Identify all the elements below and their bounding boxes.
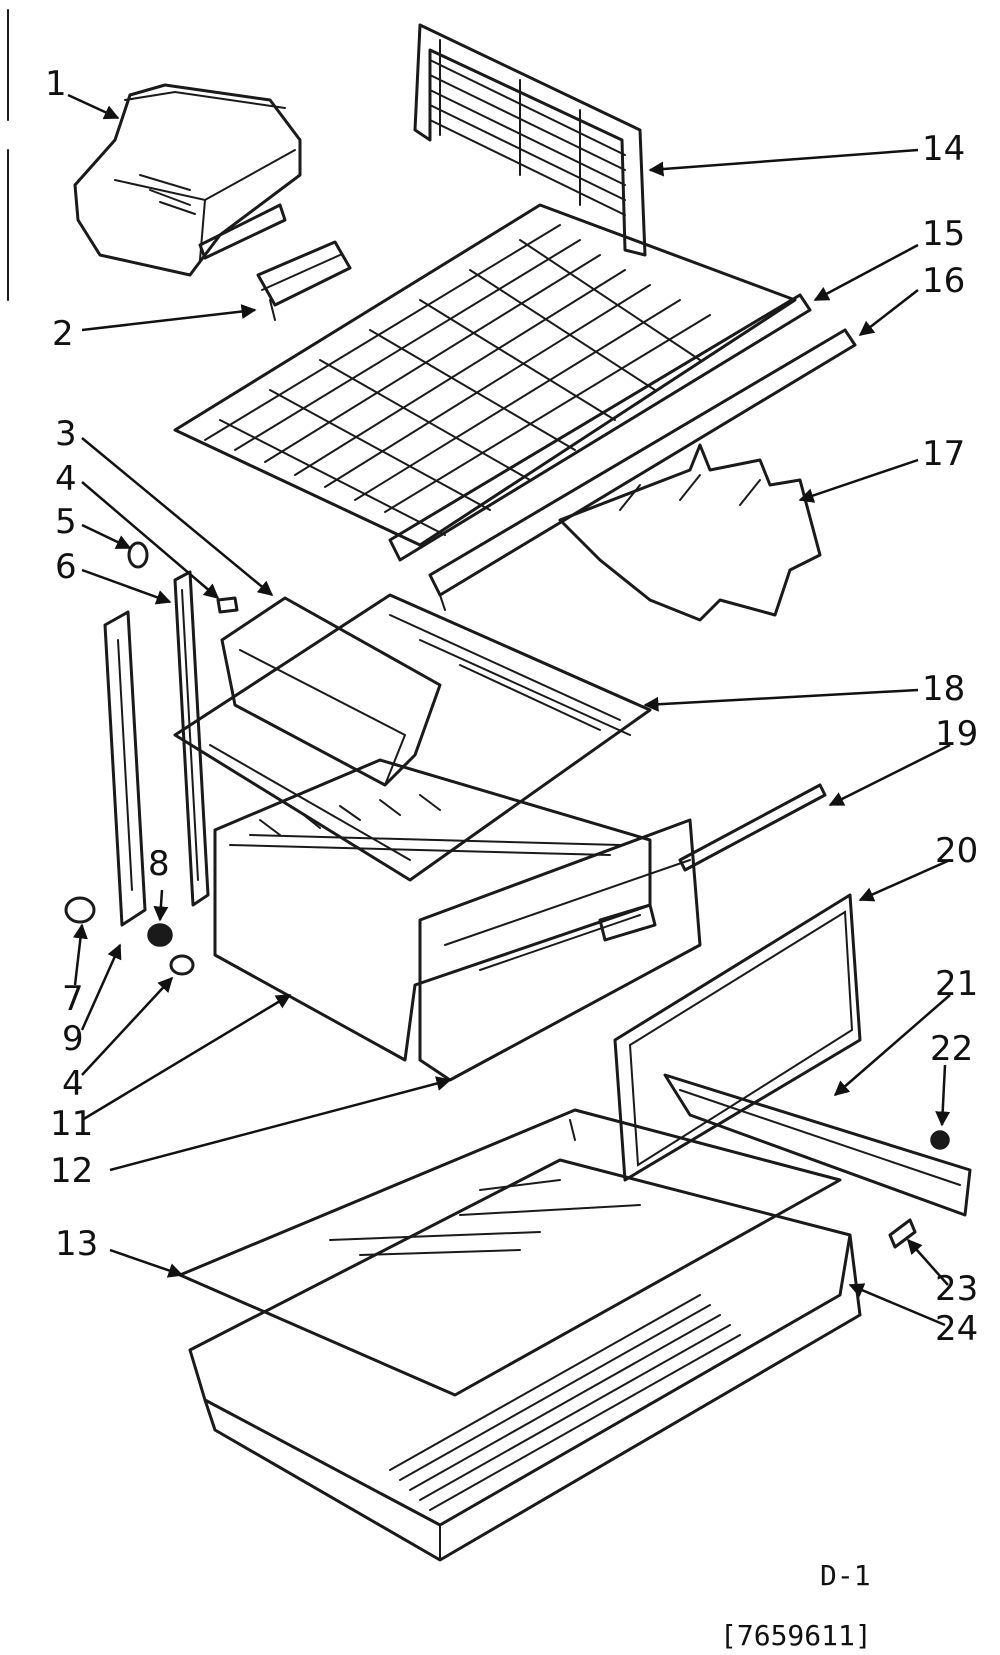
part-18-cover-frame (173, 593, 652, 882)
part-24-pan (188, 1158, 862, 1562)
callout-24: 24 (935, 1309, 978, 1349)
callout-18: 18 (922, 669, 965, 709)
part-19-rod (678, 783, 827, 872)
part-2-clip (256, 240, 352, 321)
callout-14: 14 (922, 129, 965, 169)
part-6-side-rail (173, 570, 210, 907)
drawing-number: [7659611] (720, 1619, 872, 1652)
callout-9: 9 (62, 1019, 84, 1059)
part-14-rear-frame (413, 23, 647, 257)
callout-20: 20 (935, 831, 978, 871)
callout-4: 4 (55, 459, 77, 499)
callout-3: 3 (55, 414, 77, 454)
part-1-bin (73, 83, 302, 277)
part-21-rail (663, 1073, 972, 1217)
callout-8: 8 (148, 844, 170, 884)
callout-1: 1 (45, 64, 67, 104)
callout-7: 7 (62, 979, 84, 1019)
callout-21: 21 (935, 964, 978, 1004)
callout-5: 5 (55, 502, 77, 542)
callout-13: 13 (55, 1224, 98, 1264)
callout-12: 12 (50, 1151, 93, 1191)
part-4-screw-upper (216, 596, 239, 614)
part-17-support (558, 443, 822, 622)
part-9-side-rail (103, 610, 147, 927)
callout-6: 6 (55, 547, 77, 587)
callout-labels: 1 2 3 4 5 6 7 8 9 4 11 12 13 14 15 16 17… (45, 64, 978, 1349)
part-23-fastener (888, 1218, 917, 1249)
wire-shelf (173, 203, 797, 547)
callout-17: 17 (922, 434, 965, 474)
part-5-cap (127, 541, 149, 569)
part-20-glass-frame (613, 893, 862, 1182)
callout-15: 15 (922, 214, 965, 254)
part-4-screw-lower (169, 954, 195, 976)
part-7-knob (64, 896, 96, 924)
part-13-shelf-glass (178, 1108, 842, 1397)
leader-lines (67, 93, 951, 1327)
callout-23: 23 (935, 1269, 978, 1309)
callout-2: 2 (52, 314, 74, 354)
part-22-fastener (930, 1130, 950, 1150)
part-15-shelf-trim (388, 293, 812, 562)
part-8-knob (147, 923, 173, 947)
callout-19: 19 (935, 714, 978, 754)
callout-16: 16 (922, 261, 965, 301)
footer-codes: D-1 [7659611] (720, 1559, 872, 1652)
part-12-crisper-drawer (418, 818, 702, 1082)
callout-22: 22 (930, 1029, 973, 1069)
part-3-bin (220, 596, 442, 787)
callout-11: 11 (50, 1104, 93, 1144)
callout-4-lower: 4 (62, 1064, 84, 1104)
part-11-crisper-drawer (213, 758, 652, 1062)
part-16-shelf-trim (428, 328, 857, 611)
page-code: D-1 (820, 1559, 871, 1592)
